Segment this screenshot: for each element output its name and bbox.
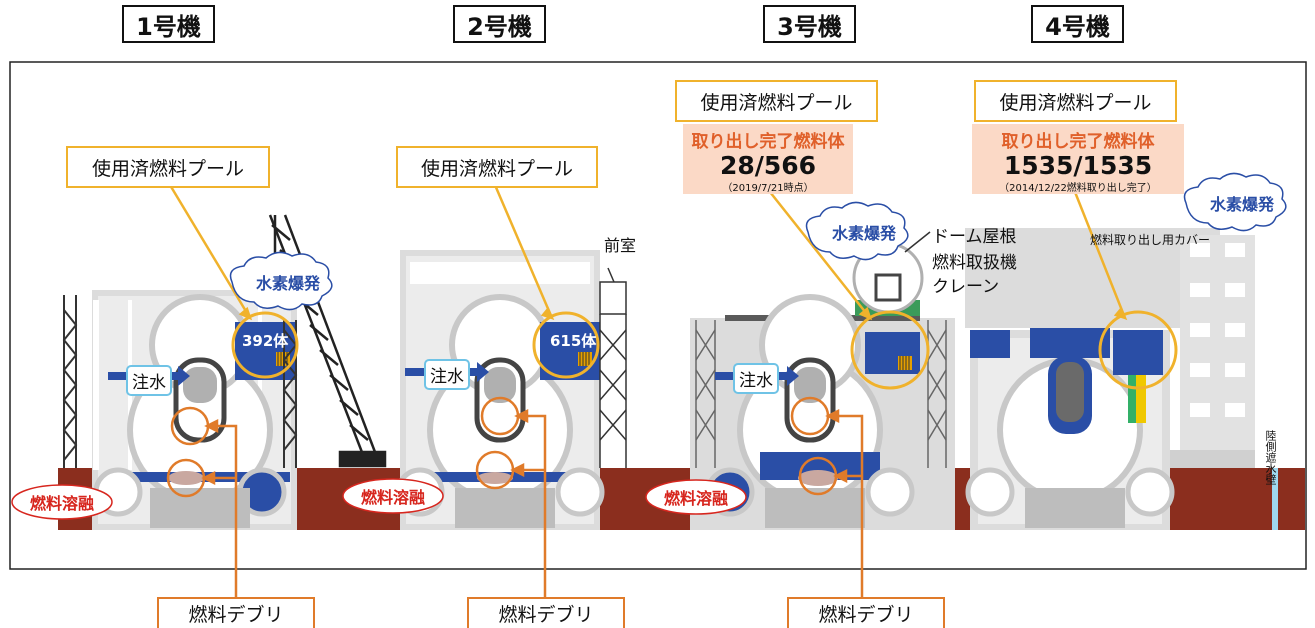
unit-4-label: 4号機 bbox=[1031, 5, 1124, 43]
unit-1-lattice-tower bbox=[62, 295, 298, 468]
unit-1-debris-label: 燃料デブリ bbox=[157, 597, 315, 628]
unit-1-meltdown-label: 燃料溶融 bbox=[29, 494, 94, 513]
seawall-bar bbox=[1272, 468, 1278, 530]
unit-3-fuel-removed-title: 取り出し完了燃料体 bbox=[691, 132, 845, 152]
unit-2-meltdown-label: 燃料溶融 bbox=[360, 488, 425, 507]
unit-4-cover-label: 燃料取り出し用カバー bbox=[1090, 233, 1211, 247]
unit-4-fuel-removed-box: 取り出し完了燃料体 1535/1535 （2014/12/22燃料取り出し完了） bbox=[972, 124, 1184, 194]
debris-leader-lines bbox=[201, 408, 864, 597]
unit-3-fuel-removed-count: 28/566 bbox=[719, 151, 817, 180]
unit-3-water-injection-label: 注水 bbox=[733, 363, 779, 394]
unit-4-fuel-removed-note: （2014/12/22燃料取り出し完了） bbox=[999, 183, 1157, 194]
unit-2-label: 2号機 bbox=[453, 5, 546, 43]
unit-2-pool-count: 615体 bbox=[550, 332, 597, 350]
pool-highlight-circles bbox=[231, 310, 1178, 390]
unit-2-debris-label: 燃料デブリ bbox=[467, 597, 625, 628]
unit-3-hydrogen-label: 水素爆発 bbox=[831, 224, 896, 243]
unit-4-hydrogen-label: 水素爆発 bbox=[1209, 195, 1274, 214]
unit-2-pool-callout: 使用済燃料プール bbox=[396, 146, 598, 188]
unit-3-fuel-removed-box: 取り出し完了燃料体 28/566 （2019/7/21時点） bbox=[683, 124, 853, 194]
dome-leader-line bbox=[904, 231, 931, 253]
unit-4-pool-callout: 使用済燃料プール bbox=[974, 80, 1177, 122]
unit-1-pool-count: 392体 bbox=[242, 332, 289, 350]
unit-3-pool-callout: 使用済燃料プール bbox=[675, 80, 878, 122]
unit-1-pool-callout: 使用済燃料プール bbox=[66, 146, 270, 188]
unit-2-water-injection-label: 注水 bbox=[424, 359, 470, 390]
unit-4-building bbox=[965, 228, 1255, 530]
hydrogen-explosion-clouds bbox=[229, 172, 1287, 311]
unit-3-label: 3号機 bbox=[763, 5, 856, 43]
unit-2-annex-label: 前室 bbox=[604, 236, 637, 255]
unit-3-dome-roof-label: ドーム屋根 bbox=[932, 227, 1017, 247]
unit-2-annex bbox=[599, 267, 627, 468]
unit-1-label: 1号機 bbox=[122, 5, 215, 43]
unit-1-water-injection-label: 注水 bbox=[126, 365, 172, 396]
unit-3-crane-label: クレーン bbox=[932, 277, 1000, 297]
unit-4-fuel-removed-title: 取り出し完了燃料体 bbox=[1001, 132, 1155, 152]
unit-3-debris-label: 燃料デブリ bbox=[787, 597, 945, 628]
unit-3-fuel-handler-label: 燃料取扱機 bbox=[932, 253, 1017, 273]
unit-4-fuel-removed-count: 1535/1535 bbox=[1003, 151, 1153, 180]
meltdown-ellipses bbox=[11, 478, 747, 520]
unit-2-building bbox=[395, 250, 605, 530]
unit-3-meltdown-label: 燃料溶融 bbox=[663, 489, 728, 508]
pool-leader-lines bbox=[168, 184, 1128, 321]
unit-4-seawall-label: 陸側遮水壁 bbox=[1264, 430, 1277, 485]
unit-3-fuel-removed-note: （2019/7/21時点） bbox=[722, 183, 814, 194]
unit-1-hydrogen-label: 水素爆発 bbox=[255, 274, 320, 293]
